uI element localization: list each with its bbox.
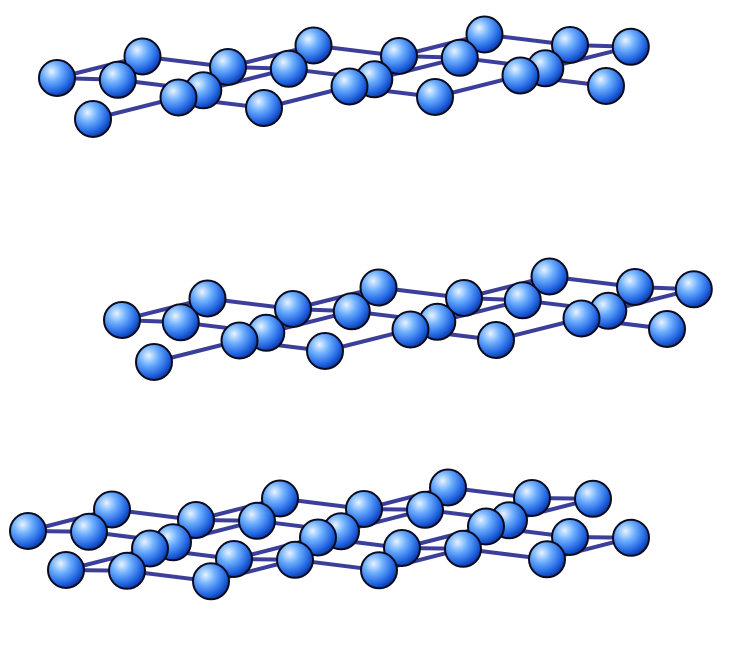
atom <box>407 492 443 528</box>
atom <box>307 333 343 369</box>
atom <box>649 311 685 347</box>
atom <box>100 62 136 98</box>
atom <box>222 323 258 359</box>
atom <box>48 552 84 588</box>
atom <box>575 481 611 517</box>
lattice-layer-2 <box>104 259 712 381</box>
atom <box>277 542 313 578</box>
atom <box>163 304 199 340</box>
atom <box>332 69 368 105</box>
atom <box>478 322 514 358</box>
atom <box>445 531 481 567</box>
atom <box>271 51 307 87</box>
atom <box>676 271 712 307</box>
atom <box>564 301 600 337</box>
lattice-layer-3 <box>10 470 649 600</box>
atom-group <box>10 470 649 600</box>
atom <box>71 514 107 550</box>
atom <box>104 302 140 338</box>
atom-group <box>104 259 712 381</box>
atom <box>613 520 649 556</box>
atom <box>393 312 429 348</box>
atom <box>161 80 197 116</box>
atom <box>417 79 453 115</box>
atom <box>442 40 478 76</box>
atom <box>239 503 275 539</box>
atom <box>136 344 172 380</box>
atom <box>39 60 75 96</box>
atom <box>505 282 541 318</box>
atom <box>588 68 624 104</box>
atom <box>613 29 649 65</box>
atom <box>361 552 397 588</box>
atom <box>503 58 539 94</box>
atom <box>109 553 145 589</box>
atom <box>193 563 229 599</box>
atom <box>334 293 370 329</box>
atom-group <box>39 17 649 138</box>
atom <box>10 513 46 549</box>
atom <box>246 90 282 126</box>
lattice-layer-1 <box>39 17 649 138</box>
atom <box>75 101 111 137</box>
atom <box>529 541 565 577</box>
